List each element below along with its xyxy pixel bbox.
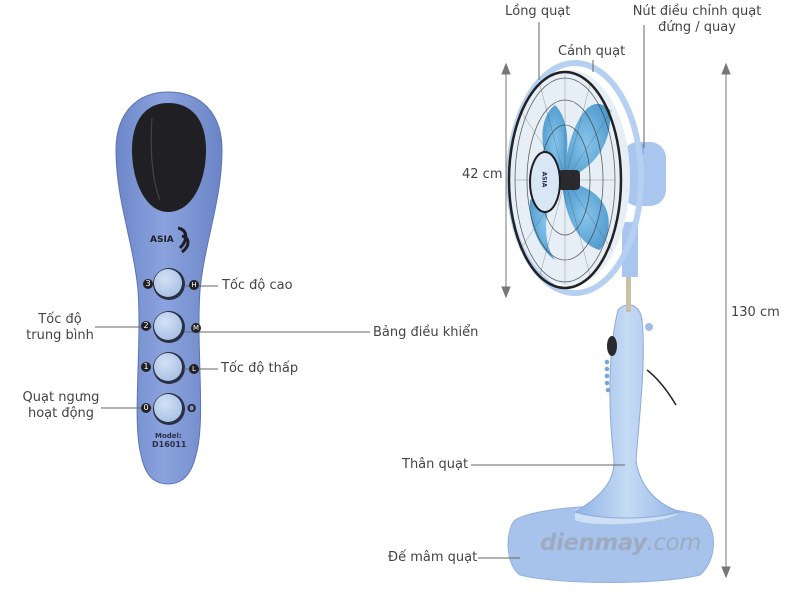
- fan-brand-logo: ASIA: [540, 171, 548, 188]
- button-mark-h: H: [189, 280, 199, 290]
- watermark: dienmay.com: [540, 530, 702, 556]
- label-fan-blade: Cánh quạt: [558, 44, 626, 59]
- label-oscillation-knob: Nút điều chỉnh quạt đứng / quay: [627, 4, 767, 36]
- label-total-height: 130 cm: [731, 305, 780, 320]
- label-off-line2: hoạt động: [27, 406, 95, 421]
- label-medium-speed: Tốc độ trung bình: [20, 312, 100, 344]
- remote-model-number: D16011: [152, 440, 187, 449]
- watermark-light: .com: [646, 530, 702, 556]
- label-oscillation-knob-line2: đứng / quay: [658, 20, 736, 35]
- button-mark-3: 3: [143, 279, 153, 289]
- remote-model-label: Model:: [155, 432, 182, 440]
- button-mark-1: 1: [141, 362, 151, 372]
- label-low-speed: Tốc độ thấp: [221, 361, 299, 376]
- label-fan-base: Đế mâm quạt: [388, 550, 478, 565]
- fan-head[interactable]: [508, 68, 643, 293]
- button-mark-0: 0: [141, 403, 151, 413]
- button-mark-2: 2: [141, 321, 151, 331]
- button-mark-m: M: [191, 323, 201, 333]
- label-head-diameter: 42 cm: [462, 167, 503, 182]
- oscillation-knob[interactable]: [635, 140, 651, 156]
- label-off: Quạt ngưng hoạt động: [18, 390, 104, 422]
- button-mark-o: O: [187, 402, 197, 415]
- label-off-line1: Quạt ngưng: [22, 390, 100, 405]
- label-medium-speed-line2: trung bình: [26, 328, 94, 343]
- label-fan-body: Thân quạt: [402, 457, 469, 472]
- button-mark-l: L: [189, 364, 199, 374]
- label-fan-guard: Lồng quạt: [505, 4, 571, 19]
- remote-brand-logo: ASIA: [150, 235, 174, 245]
- watermark-bold: dienmay: [540, 530, 647, 556]
- fan-control-panel[interactable]: [600, 334, 618, 396]
- label-medium-speed-line1: Tốc độ: [38, 312, 82, 327]
- label-oscillation-knob-line1: Nút điều chỉnh quạt: [632, 4, 762, 19]
- label-control-panel: Bảng điều khiển: [370, 325, 482, 341]
- label-high-speed: Tốc độ cao: [222, 278, 293, 293]
